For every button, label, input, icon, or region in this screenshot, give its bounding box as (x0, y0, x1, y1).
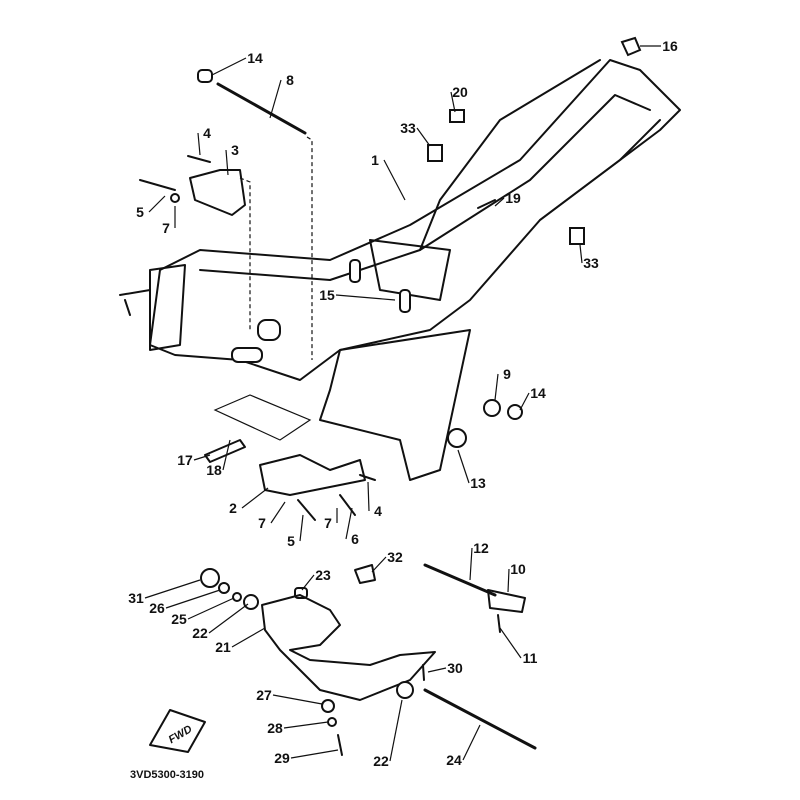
leader-line (469, 547, 473, 581)
leader-line (148, 195, 166, 213)
leader-line (197, 132, 201, 156)
callout-29: 29 (274, 750, 290, 766)
callout-3: 3 (231, 142, 239, 158)
callout-25: 25 (171, 611, 187, 627)
leader-line (367, 481, 370, 512)
leader-line (427, 667, 447, 673)
callout-9: 9 (503, 366, 511, 382)
leader-line (269, 79, 282, 119)
callout-7: 7 (162, 220, 170, 236)
callout-12: 12 (473, 540, 489, 556)
callout-30: 30 (447, 660, 463, 676)
leader-line (519, 392, 530, 411)
leader-line (231, 627, 266, 648)
callout-16: 16 (662, 38, 678, 54)
callout-31: 31 (128, 590, 144, 606)
callouts: 1484357120331619331591413171827574632121… (128, 38, 678, 769)
callout-5: 5 (136, 204, 144, 220)
leader-line (494, 373, 499, 401)
leader-line (165, 589, 221, 609)
small-parts: FWD (139, 36, 642, 756)
leader-line (507, 568, 510, 593)
callout-28: 28 (267, 720, 283, 736)
catalog-code: 3VD5300-3190 (130, 769, 204, 781)
leader-line (462, 724, 481, 761)
callout-13: 13 (470, 475, 486, 491)
callout-20: 20 (452, 84, 468, 100)
leader-line (187, 597, 235, 620)
callout-4: 4 (203, 125, 211, 141)
callout-10: 10 (510, 561, 526, 577)
fwd-mark: FWD (167, 723, 195, 746)
callout-5: 5 (287, 533, 295, 549)
leader-line (335, 294, 396, 301)
leader-line (283, 721, 329, 729)
leader-line (383, 159, 406, 201)
frame-body (119, 59, 681, 481)
leader-line (416, 127, 431, 147)
leader-line (457, 449, 470, 484)
callout-22: 22 (373, 753, 389, 769)
callout-19: 19 (505, 190, 521, 206)
callout-7: 7 (258, 515, 266, 531)
leader-line (299, 514, 304, 542)
leader-line (241, 487, 269, 509)
callout-22: 22 (192, 625, 208, 641)
leader-line (579, 244, 583, 264)
callout-23: 23 (315, 567, 331, 583)
leader-line (389, 699, 403, 762)
leader-line (225, 149, 229, 176)
callout-6: 6 (351, 531, 359, 547)
callout-21: 21 (215, 639, 231, 655)
leader-line (290, 749, 339, 759)
leader-line (193, 454, 211, 461)
leader-line (272, 694, 323, 705)
callout-33: 33 (583, 255, 599, 271)
leader-line (345, 507, 353, 540)
callout-17: 17 (177, 452, 193, 468)
callout-2: 2 (229, 500, 237, 516)
callout-1: 1 (371, 152, 379, 168)
callout-4: 4 (374, 503, 382, 519)
callout-24: 24 (446, 752, 462, 768)
leader-line (222, 439, 231, 471)
callout-33: 33 (400, 120, 416, 136)
leader-line (211, 57, 247, 76)
callout-27: 27 (256, 687, 272, 703)
callout-32: 32 (387, 549, 403, 565)
callout-26: 26 (149, 600, 165, 616)
leader-line (494, 197, 505, 207)
leader-line (371, 556, 387, 573)
callout-18: 18 (206, 462, 222, 478)
leader-line (208, 603, 249, 634)
callout-15: 15 (319, 287, 335, 303)
leader-line (450, 91, 456, 113)
fwd-arrow-icon (149, 709, 206, 753)
leader-line (144, 579, 201, 599)
leader-line (499, 627, 522, 659)
leader-line (301, 574, 315, 591)
callout-11: 11 (523, 650, 538, 666)
callout-14: 14 (247, 50, 263, 66)
callout-8: 8 (286, 72, 294, 88)
callout-7: 7 (324, 515, 332, 531)
leader-line (270, 501, 286, 524)
callout-14: 14 (530, 385, 546, 401)
